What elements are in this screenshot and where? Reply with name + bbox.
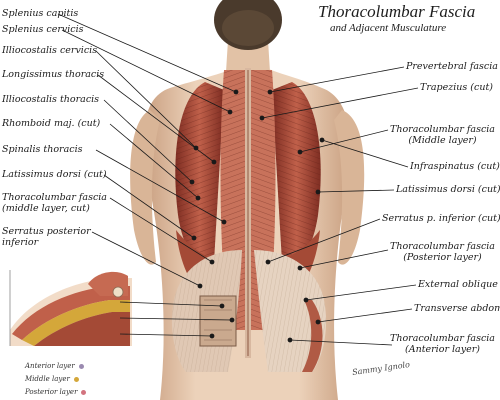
legend-label: Anterior layer <box>25 362 75 370</box>
label-line-2: (Middle layer) <box>408 135 477 146</box>
page-title: Thoracolumbar Fascia <box>318 2 476 21</box>
label-splenius-cervicis: Splenius cervicis <box>2 24 84 35</box>
label-latissimus-dorsi-right: Latissimus dorsi (cut) <box>396 184 500 195</box>
label-splenius-capitis: Splenius capitis <box>2 8 79 19</box>
cross-section-inset <box>9 270 132 346</box>
label-prevertebral-fascia: Prevertebral fascia <box>406 61 498 72</box>
head <box>214 0 282 50</box>
label-rhomboid-major: Rhomboid maj. (cut) <box>2 118 101 129</box>
label-latissimus-dorsi-left: Latissimus dorsi (cut) <box>2 169 107 180</box>
label-line-1: Thoracolumbar fascia <box>390 333 495 344</box>
label-thoracolumbar-fascia-anterior: Thoracolumbar fascia (Anterior layer) <box>390 333 495 355</box>
label-illiocostalis-cervicis: Illiocostalis cervicis <box>2 45 98 56</box>
label-line-2: inferior <box>2 237 39 248</box>
label-line-1: Serratus posterior <box>2 226 91 237</box>
label-thoracolumbar-fascia-middle-cut: Thoracolumbar fascia (middle layer, cut) <box>2 192 107 214</box>
leader-lines <box>57 13 419 346</box>
label-line-1: Thoracolumbar fascia <box>390 124 495 135</box>
label-transverse-abdominis: Transverse abdominis <box>414 303 500 314</box>
label-infraspinatus: Infraspinatus (cut) <box>410 161 500 172</box>
label-serratus-posterior-inferior: Serratus posterior inferior <box>2 226 91 248</box>
label-line-2: (middle layer, cut) <box>2 203 90 214</box>
label-line-2: (Anterior layer) <box>405 344 480 355</box>
label-illiocostalis-thoracis: Illiocostalis thoracis <box>2 94 100 105</box>
page-subtitle: and Adjacent Musculature <box>330 22 447 34</box>
legend-anterior-layer: Anterior layer <box>25 362 84 370</box>
label-serratus-p-inferior: Serratus p. inferior (cut) <box>382 213 500 224</box>
label-line-2: (Posterior layer) <box>403 252 482 263</box>
label-trapezius: Trapezius (cut) <box>420 82 493 93</box>
legend-label: Posterior layer <box>25 388 78 396</box>
label-line-1: Thoracolumbar fascia <box>2 192 107 203</box>
legend-middle-layer: Middle layer <box>25 375 79 383</box>
label-external-oblique: External oblique <box>418 279 498 290</box>
legend-label: Middle layer <box>25 375 70 383</box>
label-spinalis-thoracis: Spinalis thoracis <box>2 144 83 155</box>
label-line-1: Thoracolumbar fascia <box>390 241 495 252</box>
label-longissimus-thoracis: Longissimus thoracis <box>2 69 105 80</box>
legend-posterior-layer: Posterior layer <box>25 388 87 396</box>
legend-swatch <box>78 363 84 369</box>
label-thoracolumbar-fascia-middle: Thoracolumbar fascia (Middle layer) <box>390 124 495 146</box>
label-thoracolumbar-fascia-posterior: Thoracolumbar fascia (Posterior layer) <box>390 241 495 263</box>
musculature <box>171 68 327 372</box>
legend-swatch <box>81 389 87 395</box>
legend-swatch <box>73 376 79 382</box>
